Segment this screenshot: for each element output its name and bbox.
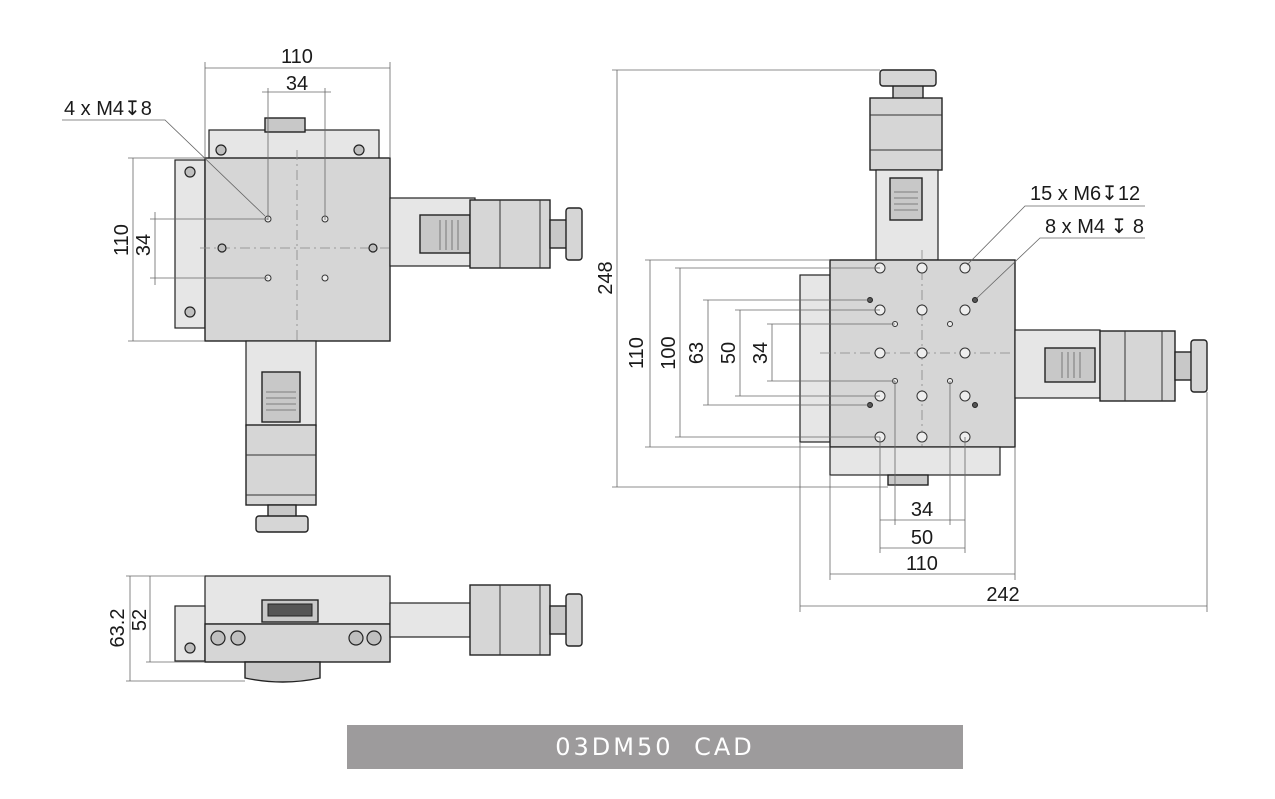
cad-drawing: 110 34 110 34 4 x M4↧8 63.2 52 [62, 46, 1208, 683]
callout-4xM4: 4 x M4↧8 [64, 98, 152, 120]
bottom-connector [887, 474, 929, 486]
knob-icon [565, 207, 583, 261]
screw-icon [353, 144, 365, 156]
knob-icon [879, 69, 937, 87]
screw-icon [366, 630, 382, 646]
side-rail [389, 602, 471, 638]
side-bottom-tab [244, 661, 321, 683]
knob-icon [565, 593, 583, 647]
right-motor [1099, 330, 1176, 402]
knob-icon [255, 515, 309, 533]
side-motor [469, 584, 551, 656]
left-side-plate [174, 159, 206, 329]
screw-icon [184, 306, 196, 318]
right-view: 248 110 100 63 50 34 34 50 110 242 15 x … [595, 69, 1208, 612]
dim-overall-height-248: 248 [595, 261, 617, 294]
screw-icon [184, 642, 196, 654]
top-view: 110 34 110 34 4 x M4↧8 [62, 46, 583, 533]
dim-height-63-2: 63.2 [107, 609, 129, 648]
screw-icon [368, 243, 378, 253]
screw-icon [230, 630, 246, 646]
right-motor [469, 199, 551, 269]
dim-h-110: 110 [626, 337, 648, 369]
coupling [1044, 347, 1096, 383]
tap-hole [321, 274, 329, 282]
callout-15xM6: 15 x M6↧12 [1030, 183, 1140, 205]
m6-hole-grid [874, 262, 971, 443]
screw-icon [217, 243, 227, 253]
dim-h-34: 34 [750, 342, 772, 364]
dim-w-110: 110 [906, 553, 938, 575]
screw-icon [215, 144, 227, 156]
caption-bar: 03DM50 CAD [347, 725, 963, 769]
dim-height-110: 110 [111, 224, 133, 256]
top-motor [869, 97, 943, 171]
screw-icon [348, 630, 364, 646]
dim-h-100: 100 [658, 336, 680, 369]
screw-icon [184, 166, 196, 178]
side-view: 63.2 52 [107, 575, 583, 683]
dim-spacing-34-h: 34 [286, 73, 308, 95]
top-connector [264, 117, 306, 133]
dim-spacing-34-v: 34 [133, 234, 155, 256]
connector-pins [267, 603, 313, 617]
top-bracket [208, 129, 380, 161]
dim-w-50: 50 [911, 527, 933, 549]
bottom-motor [245, 424, 317, 506]
coupling [889, 177, 923, 221]
knob-icon [1190, 339, 1208, 393]
dim-width-110: 110 [281, 46, 313, 68]
bottom-bracket [829, 446, 1001, 476]
dim-h-50: 50 [718, 342, 740, 364]
coupling [419, 214, 471, 254]
caption-title: 03DM50 CAD [555, 733, 755, 761]
dim-w-34: 34 [911, 499, 933, 521]
dim-height-52: 52 [129, 609, 151, 631]
callout-8xM4: 8 x M4 ↧ 8 [1045, 216, 1144, 238]
coupling [261, 371, 301, 423]
dim-h-63: 63 [686, 342, 708, 364]
dim-overall-width-242: 242 [986, 584, 1019, 606]
screw-icon [210, 630, 226, 646]
